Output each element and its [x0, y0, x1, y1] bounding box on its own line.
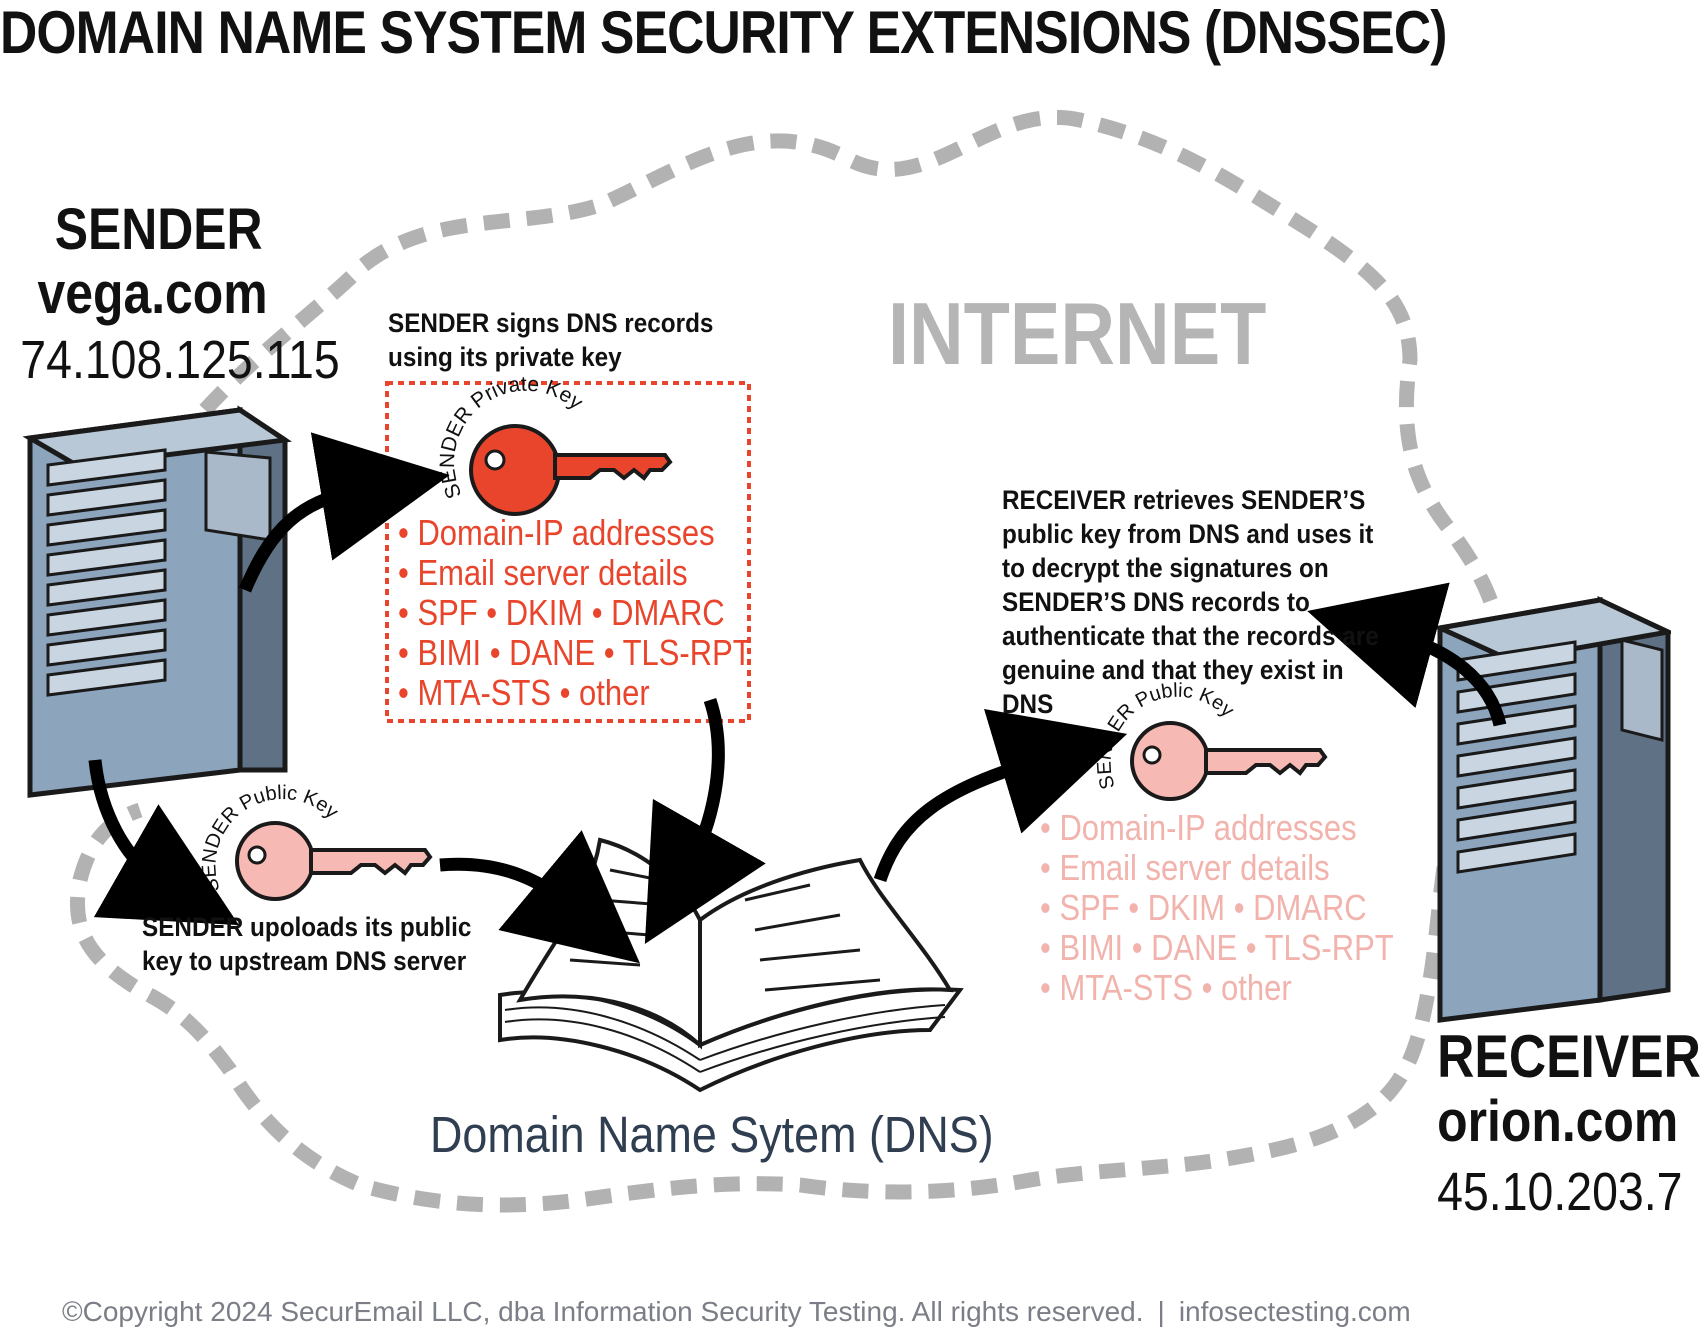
retrieve-caption: RECEIVER retrieves SENDER’S public key f… — [1002, 485, 1379, 719]
arrow-server-to-public-key — [88, 759, 239, 926]
arrow-server-to-private-key — [239, 432, 450, 593]
list-item: MTA-STS • other — [398, 673, 752, 713]
arrow-public-key-to-dns — [439, 830, 640, 964]
list-item: Email server details — [1040, 848, 1394, 888]
arrow-receiver-to-caption — [1307, 582, 1507, 727]
page-title: DOMAIN NAME SYSTEM SECURITY EXTENSIONS (… — [0, 0, 1447, 66]
upload-caption: SENDER upoloads its public key to upstre… — [142, 912, 472, 976]
dns-label: Domain Name Sytem (DNS) — [430, 1106, 994, 1163]
list-item: Domain-IP addresses — [398, 513, 752, 553]
arrow-records-to-dns — [644, 697, 766, 945]
private-key-icon — [469, 424, 673, 516]
list-item: SPF • DKIM • DMARC — [398, 593, 752, 633]
receiver-ip: 45.10.203.7 — [1437, 1162, 1683, 1222]
internet-label: INTERNET — [888, 284, 1267, 383]
sender-public-key-icon — [235, 821, 433, 901]
list-item: SPF • DKIM • DMARC — [1040, 888, 1394, 928]
verified-records-list: Domain-IP addresses Email server details… — [1040, 808, 1451, 1008]
sender-ip: 74.108.125.115 — [20, 330, 340, 390]
list-item: MTA-STS • other — [1040, 968, 1394, 1008]
signed-records-list: Domain-IP addresses Email server details… — [398, 513, 809, 713]
dns-book-icon — [498, 837, 964, 1093]
sign-caption: SENDER signs DNS records using its priva… — [388, 308, 714, 372]
list-item: BIMI • DANE • TLS-RPT — [398, 633, 751, 673]
receiver-domain: orion.com — [1437, 1089, 1679, 1154]
receiver-public-key-icon — [1130, 721, 1328, 801]
footer-site-link[interactable]: infosectesting.com — [1178, 1296, 1411, 1327]
arrow-dns-to-receiver-key — [873, 708, 1128, 883]
list-item: Email server details — [398, 553, 752, 593]
flow-arrows — [88, 432, 1507, 964]
sender-domain: vega.com — [37, 261, 268, 326]
sender-label: SENDER — [54, 197, 263, 262]
sender-server-icon — [22, 405, 292, 798]
footer: ©Copyright 2024 SecurEmail LLC, dba Info… — [62, 1296, 1411, 1328]
footer-copyright: ©Copyright 2024 SecurEmail LLC, dba Info… — [62, 1296, 1144, 1327]
receiver-server-icon — [1431, 596, 1671, 1023]
list-item: Domain-IP addresses — [1040, 808, 1394, 848]
receiver-label: RECEIVER — [1437, 1023, 1701, 1090]
footer-separator: | — [1157, 1296, 1165, 1327]
list-item: BIMI • DANE • TLS-RPT — [1040, 928, 1393, 968]
